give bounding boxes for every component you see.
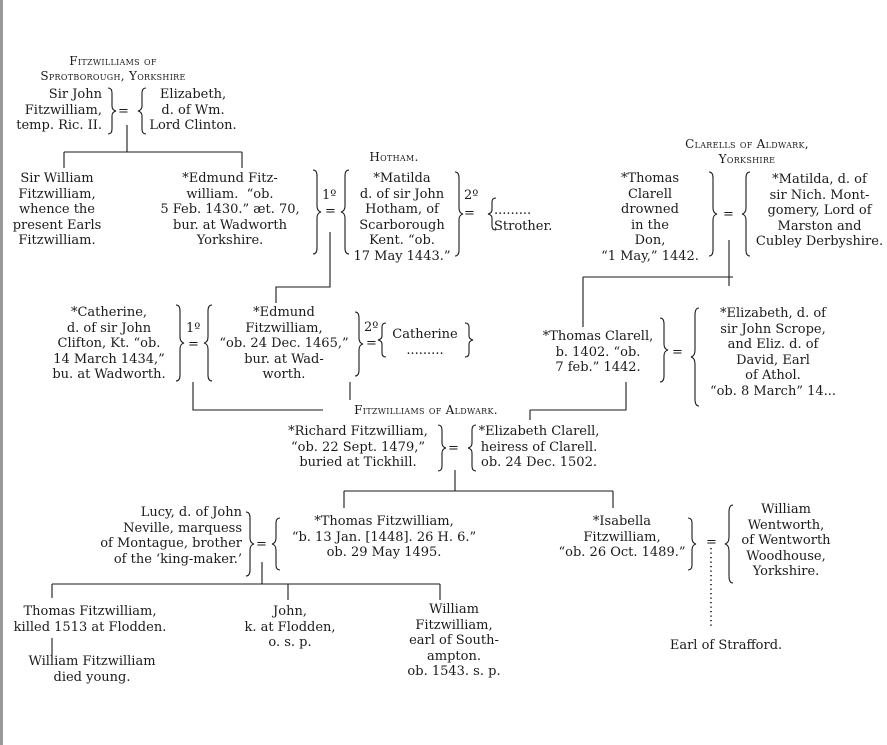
line bbox=[343, 470, 614, 508]
second-marriage-mark: 2º bbox=[464, 188, 479, 203]
brace bbox=[659, 317, 669, 383]
person-elizabeth-scrope: *Elizabeth, d. of sir John Scrope, and E… bbox=[709, 306, 837, 399]
marriage-sign: = bbox=[464, 206, 475, 221]
person-edmund-fitzwilliam-1465: *Edmund Fitzwilliam, “ob. 24 Dec. 1465,”… bbox=[219, 305, 349, 382]
person-thomas-clarell-1442: *Thomas Clarell drowned in the Don, “1 M… bbox=[601, 171, 699, 264]
person-matilda-hotham: *Matilda d. of sir John Hotham, of Scarb… bbox=[353, 171, 451, 264]
line bbox=[63, 125, 243, 168]
brace bbox=[312, 169, 322, 255]
brace bbox=[708, 171, 718, 257]
person-sir-william-fitzwilliam: Sir William Fitzwilliam, whence the pres… bbox=[12, 171, 102, 248]
person-lucy-neville: Lucy, d. of John Neville, marquess of Mo… bbox=[100, 505, 242, 567]
line bbox=[51, 562, 441, 600]
line bbox=[275, 232, 331, 303]
marriage-sign: = bbox=[256, 537, 267, 552]
person-earl-of-strafford: Earl of Strafford. bbox=[669, 638, 783, 653]
brace bbox=[741, 171, 751, 257]
brace bbox=[454, 171, 464, 257]
person-strother: ......... Strother. bbox=[494, 203, 553, 234]
marriage-sign: = bbox=[325, 204, 336, 219]
brace bbox=[690, 307, 700, 407]
heading-fitzwilliams-of-aldwark: Fitzwilliams of Aldwark. bbox=[354, 403, 498, 417]
brace bbox=[340, 169, 350, 255]
person-elizabeth-clinton: Elizabeth, d. of Wm. Lord Clinton. bbox=[149, 87, 237, 133]
marriage-sign: = bbox=[448, 441, 459, 456]
person-john-fitzwilliam: John, k. at Flodden, o. s. p. bbox=[244, 604, 336, 650]
person-elizabeth-clarell: *Elizabeth Clarell, heiress of Clarell. … bbox=[478, 424, 600, 470]
person-catherine-clifton: *Catherine, d. of sir John Clifton, Kt. … bbox=[52, 305, 166, 382]
second-marriage-mark: 2º bbox=[364, 320, 379, 335]
person-catherine-second-wife: Catherine ......... bbox=[392, 327, 458, 358]
line bbox=[582, 276, 733, 327]
line bbox=[192, 382, 323, 411]
person-thomas-clarell-1402: *Thomas Clarell, b. 1402. “ob. 7 feb.” 1… bbox=[542, 329, 654, 375]
brace bbox=[464, 322, 474, 358]
marriage-sign: = bbox=[188, 337, 199, 352]
brace bbox=[271, 517, 281, 571]
person-william-wentworth: William Wentworth, of Wentworth Woodhous… bbox=[741, 502, 831, 579]
brace bbox=[724, 504, 734, 584]
brace bbox=[467, 424, 477, 472]
brace bbox=[203, 304, 213, 382]
person-thomas-fitzwilliam-1513: Thomas Fitzwilliam, killed 1513 at Flodd… bbox=[13, 604, 167, 635]
brace bbox=[437, 424, 447, 472]
heading-hotham: Hotham. bbox=[369, 150, 419, 164]
marriage-sign: = bbox=[706, 535, 717, 550]
brace bbox=[107, 87, 117, 135]
left-page-border bbox=[0, 0, 3, 745]
person-matilda-montgomery: *Matilda, d. of sir Nich. Mont- gomery, … bbox=[755, 172, 884, 249]
brace bbox=[487, 197, 497, 231]
first-marriage-mark: 1º bbox=[186, 321, 201, 336]
brace bbox=[354, 311, 364, 377]
heading-clarells-of-aldwark: Clarells of Aldwark,Yorkshire bbox=[685, 137, 809, 166]
marriage-sign: = bbox=[118, 104, 129, 119]
line bbox=[530, 382, 627, 411]
person-isabella-fitzwilliam: *Isabella Fitzwilliam, “ob. 26 Oct. 1489… bbox=[558, 514, 686, 560]
marriage-sign: = bbox=[672, 345, 683, 360]
person-edmund-fitzwilliam-1430: *Edmund Fitz- william. “ob. 5 Feb. 1430.… bbox=[160, 171, 300, 248]
brace bbox=[137, 87, 147, 135]
first-marriage-mark: 1º bbox=[322, 188, 337, 203]
brace bbox=[377, 322, 387, 358]
person-sir-john-fitzwilliam: Sir John Fitzwilliam, temp. Ric. II. bbox=[16, 87, 102, 133]
brace bbox=[245, 511, 255, 577]
brace bbox=[175, 304, 185, 382]
marriage-sign: = bbox=[366, 336, 377, 351]
brace bbox=[687, 517, 697, 571]
person-richard-fitzwilliam: *Richard Fitzwilliam, “ob. 22 Sept. 1479… bbox=[288, 424, 428, 470]
marriage-sign: = bbox=[723, 207, 734, 222]
person-thomas-fitzwilliam-1448: *Thomas Fitzwilliam, “b. 13 Jan. [1448].… bbox=[291, 514, 477, 560]
person-william-fitzwilliam-southampton: William Fitzwilliam, earl of South- ampt… bbox=[407, 602, 501, 679]
person-william-fitzwilliam-died-young: William Fitzwilliam died young. bbox=[28, 654, 156, 685]
